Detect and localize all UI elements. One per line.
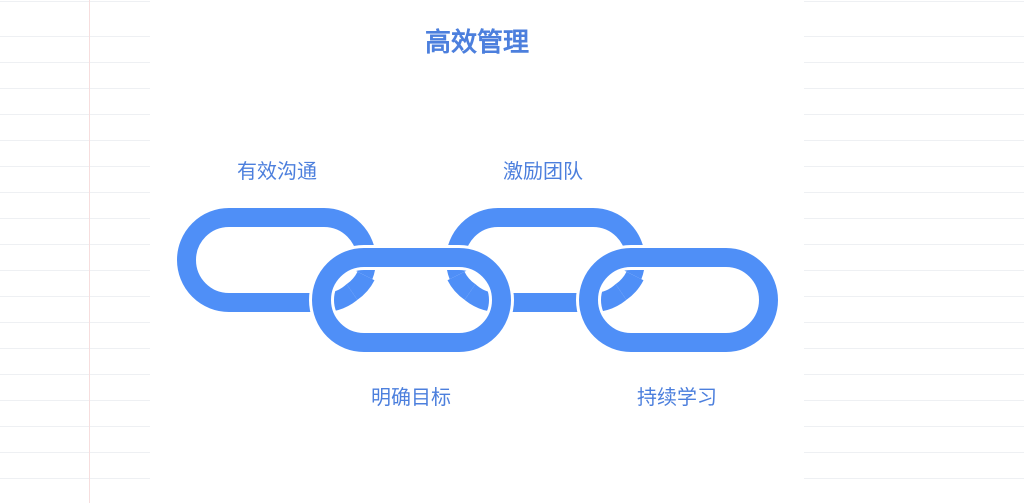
notebook-margin-line <box>89 0 90 503</box>
chain-link-2 <box>312 248 511 352</box>
chain-links-graphic <box>177 208 781 355</box>
label-clear-goals: 明确目标 <box>371 385 451 409</box>
chain-link-1-interlock-fill <box>346 271 375 300</box>
diagram-title: 高效管理 <box>424 28 529 58</box>
chain-link-4 <box>579 248 778 352</box>
chain-link-3-interlock-right-fill <box>615 271 644 300</box>
label-motivate-team: 激励团队 <box>503 159 583 183</box>
label-effective-communication: 有效沟通 <box>237 159 317 183</box>
chain-link-3-interlock-left-fill <box>447 271 476 300</box>
label-continuous-learning: 持续学习 <box>637 385 717 409</box>
diagram-card: 高效管理 有效沟通 激励团队 明确目标 持续学习 <box>150 0 804 503</box>
